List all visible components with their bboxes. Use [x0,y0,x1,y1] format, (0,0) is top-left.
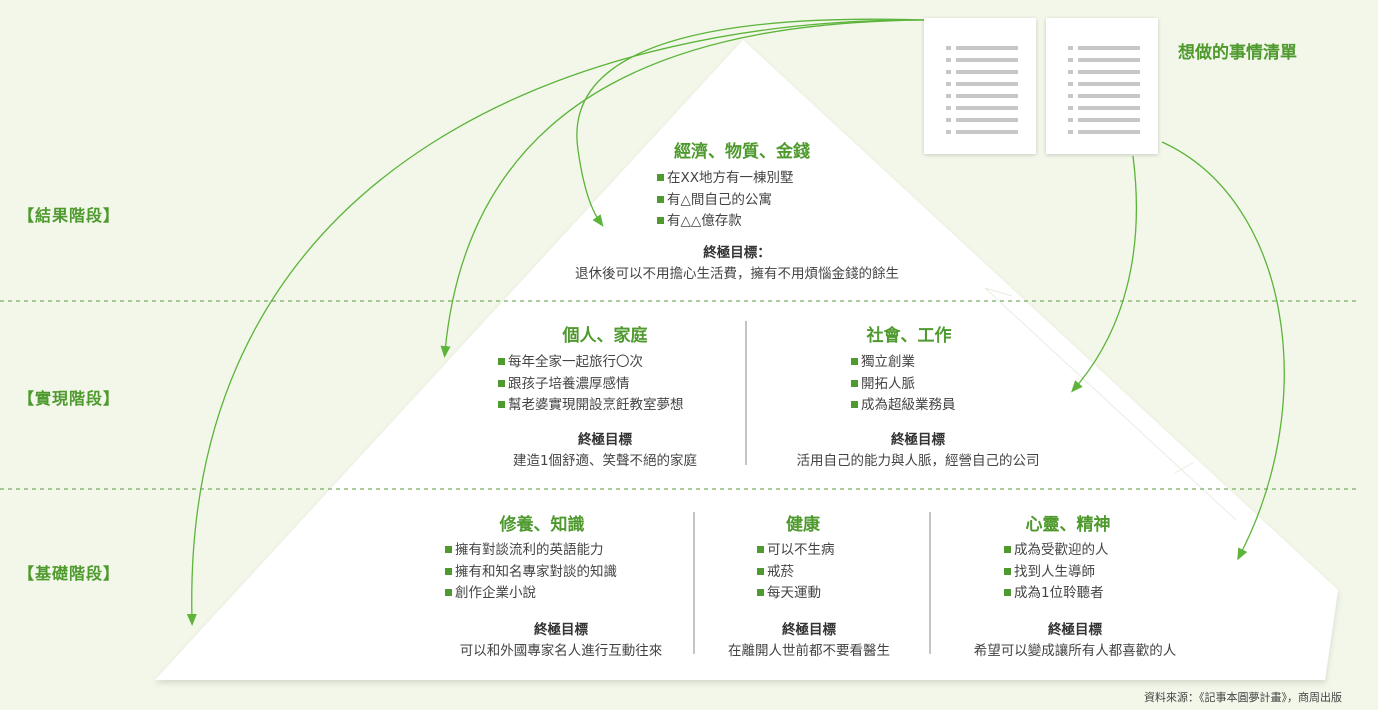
stage-label-realize: 【實現階段】 [18,389,121,408]
pyramid-fold-line [984,287,1013,297]
bullet-item: 擁有和知名專家對談的知識 [445,562,617,584]
bullet-item: 獨立創業 [851,352,956,374]
bullet-item: 擁有對談流利的英語能力 [445,540,617,562]
bullet-item: 幫老婆實現開設烹飪教室夢想 [498,395,684,417]
goal-text-work: 活用自己的能力與人脈，經營自己的公司 [796,453,1040,469]
bullet-item: 每天運動 [757,583,835,605]
goal-label-knowledge: 終極目標 [534,622,588,638]
section-title-finance: 經濟、物質、金錢 [674,142,810,162]
bullet-item: 可以不生病 [757,540,835,562]
bullet-item: 開拓人脈 [851,374,956,396]
stage-label-result: 【結果階段】 [18,206,121,225]
bullet-item: 有△間自己的公寓 [657,190,794,212]
arrow-to-top [576,18,926,227]
bullet-item: 每年全家一起旅行〇次 [498,352,684,374]
bullet-list-finance: 在XX地方有一棟別墅 有△間自己的公寓 有△△億存款 [657,168,794,233]
bullet-item: 創作企業小說 [445,583,617,605]
pyramid-fold-line [984,287,1237,521]
bullet-item: 在XX地方有一棟別墅 [657,168,794,190]
goal-text-family: 建造1個舒適、笑聲不絕的家庭 [512,453,698,469]
section-title-spirit: 心靈、精神 [1025,515,1111,535]
section-title-health: 健康 [786,515,820,535]
wish-list-document [924,18,1036,154]
arrow-to-work [1071,155,1138,393]
bullet-item: 找到人生導師 [1004,562,1109,584]
bullet-list-spirit: 成為受歡迎的人 找到人生導師 成為1位聆聽者 [1004,540,1109,605]
goal-label-family: 終極目標 [578,432,632,448]
goal-text-finance: 退休後可以不用擔心生活費，擁有不用煩惱金錢的餘生 [575,266,899,282]
goal-label-finance: 終極目標： [703,245,771,261]
pyramid-fold-line [1174,461,1195,474]
bullet-list-knowledge: 擁有對談流利的英語能力 擁有和知名專家對談的知識 創作企業小說 [445,540,617,605]
goal-text-knowledge: 可以和外國專家名人進行互動往來 [459,643,663,659]
bullet-item: 有△△億存款 [657,211,794,233]
wish-list-document [1046,18,1158,154]
section-title-knowledge: 修養、知識 [499,515,585,535]
goal-label-spirit: 終極目標 [1048,622,1102,638]
bullet-item: 成為受歡迎的人 [1004,540,1109,562]
goal-text-spirit: 希望可以變成讓所有人都喜歡的人 [973,643,1177,659]
stage-label-foundation: 【基礎階段】 [18,564,121,583]
bullet-item: 跟孩子培養濃厚感情 [498,374,684,396]
bullet-item: 成為超級業務員 [851,395,956,417]
bullet-list-health: 可以不生病 戒菸 每天運動 [757,540,835,605]
goal-text-health: 在離開人世前都不要看醫生 [728,643,890,659]
goal-label-work: 終極目標 [891,432,945,448]
source-credit: 資料來源：《記事本圓夢計畫》，商周出版 [1144,691,1342,704]
section-title-family: 個人、家庭 [562,326,648,346]
bullet-list-family: 每年全家一起旅行〇次 跟孩子培養濃厚感情 幫老婆實現開設烹飪教室夢想 [498,352,684,417]
arrow-to-knowledge [186,19,926,626]
bullet-list-work: 獨立創業 開拓人脈 成為超級業務員 [851,352,956,417]
arrow-to-spirit [1161,141,1285,561]
bullet-item: 戒菸 [757,562,835,584]
bullet-item: 成為1位聆聽者 [1004,583,1109,605]
goal-label-health: 終極目標 [782,622,836,638]
arrow-to-personal [440,19,926,358]
section-title-work: 社會、工作 [866,326,952,346]
wish-list-title: 想做的事情清單 [1178,43,1297,63]
